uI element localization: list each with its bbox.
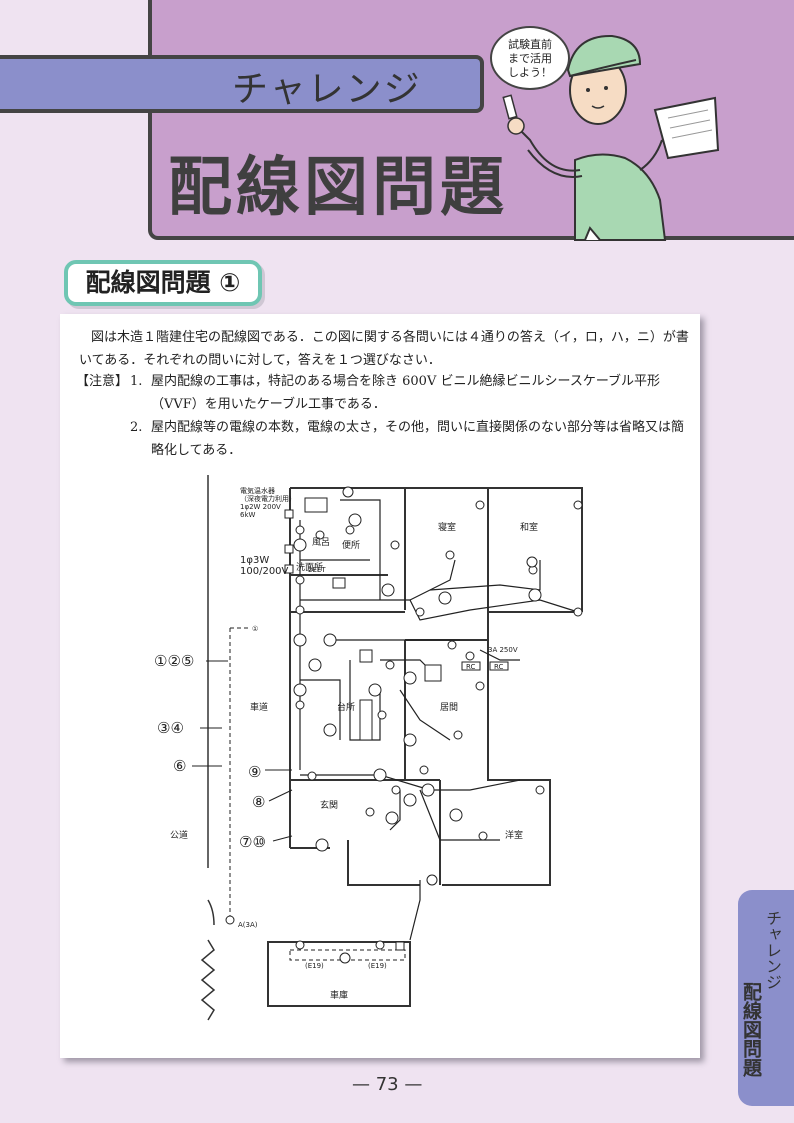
supply-label-2: 100/200V [240,566,289,577]
water-heater-label-4: 6kW [240,511,256,519]
challenge-label: チャレンジ [232,69,422,110]
room-entrance: 玄関 [320,799,338,811]
callout-8: ⑧ [252,793,265,811]
public-road-label: 公道 [170,829,188,841]
challenge-band [0,55,484,113]
page-number: — 73 — [352,1074,423,1095]
supply-label-1: 1φ3W [240,555,269,566]
problem-badge: 配線図問題 ① [64,260,262,306]
water-heater-label-3: 1φ2W 200V [240,503,281,511]
callout-3-4: ③④ [157,719,184,737]
note-1-text: 屋内配線の工事は，特記のある場合を除き 600V ビニル絶縁ビニルシースケーブル… [151,374,661,412]
room-bedroom: 寝室 [438,521,456,533]
note-2-text: 屋内配線等の電線の本数，電線の太さ，その他，問いに直接関係のない部分等は省略又は… [151,420,685,458]
garage-conduit-2: (E19) [368,962,387,970]
callout-1-2-5: ①②⑤ [154,652,194,670]
callout-one-small: ① [252,625,258,633]
room-bath: 風呂 [312,537,330,548]
note-1-number: 1. [130,374,143,389]
bubble-line-2: まで活用 [508,52,552,65]
washroom-port-label: 2EET [308,566,326,574]
room-washroom: 洗面所 [296,561,323,573]
breaker-label: 3A 250V [488,646,518,654]
water-heater-label-1: 電気温水器 [240,486,275,495]
note-2-number: 2. [130,420,143,435]
callout-6: ⑥ [173,757,186,775]
chapter-side-tab [738,890,794,1106]
speech-bubble: 試験直前 まで活用 しよう！ [490,26,570,90]
page-title: 配線図問題 [168,151,508,225]
side-tab-title: 配線図問題 [740,982,762,1077]
bubble-line-1: 試験直前 [508,38,552,51]
room-western: 洋室 [505,829,523,841]
room-japanese: 和室 [520,521,538,533]
room-kitchen: 台所 [337,701,355,713]
room-garage: 車庫 [330,989,348,1001]
garage-conduit-1: (E19) [305,962,324,970]
callout-7-10: ⑦⑩ [239,833,266,851]
rc-label-1: RC [466,663,476,671]
question-intro: 図は木造１階建住宅の配線図である．この図に関する各問いには４通りの答え（イ，ロ，… [79,330,689,368]
driveway-label: 車道 [250,701,268,713]
rc-label-2: RC [494,663,504,671]
room-living: 居間 [440,702,458,713]
note-label: 【注意】 [76,374,129,389]
water-heater-label-2: （深夜電力利用） [240,494,296,503]
bubble-line-3: しよう！ [508,66,552,79]
side-tab-challenge: チャレンジ [763,910,782,990]
meter-label: A(3A) [238,921,258,929]
room-toilet: 便所 [342,539,360,551]
callout-9: ⑨ [248,763,261,781]
